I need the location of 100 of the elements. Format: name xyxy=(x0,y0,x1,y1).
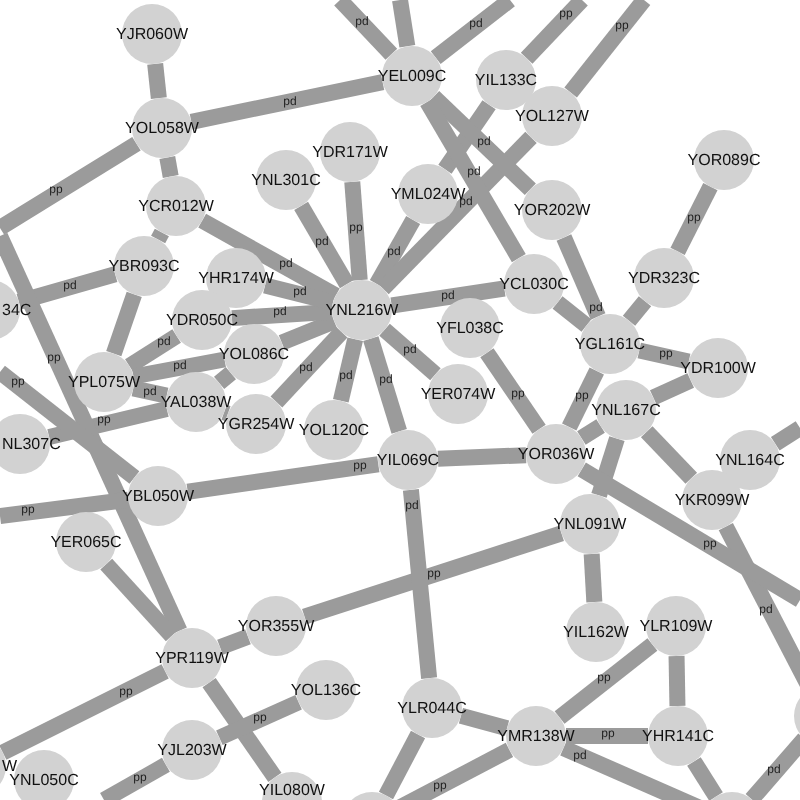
protein-name: YOL086C xyxy=(218,345,290,363)
protein-name: YOL058W xyxy=(125,119,199,137)
interaction-line xyxy=(216,694,302,746)
interaction-line xyxy=(566,728,648,744)
interaction-line xyxy=(554,638,658,724)
interaction-line xyxy=(377,131,537,295)
interaction-line xyxy=(263,277,335,311)
protein-name: YNL050C xyxy=(9,771,79,789)
interaction-line xyxy=(16,266,118,310)
protein-name: YJR060W xyxy=(116,25,188,43)
protein-name: YCR012W xyxy=(138,197,214,215)
interaction-line xyxy=(378,730,426,800)
interaction-line xyxy=(637,342,691,370)
interaction-line xyxy=(458,708,510,736)
protein-name: YMR138W xyxy=(497,727,575,745)
protein-name: YOR089C xyxy=(687,151,761,169)
interaction-line xyxy=(214,366,236,390)
protein-name: YER074W xyxy=(420,385,496,403)
interaction-line xyxy=(556,234,606,320)
protein-name: YOR355W xyxy=(237,617,315,635)
protein-name: YIL080W xyxy=(259,781,325,799)
protein-name: YHR141C xyxy=(642,727,714,745)
interaction-line xyxy=(159,156,179,178)
interaction-line xyxy=(0,664,169,760)
interaction-line xyxy=(577,462,800,607)
protein-name: YNL164C xyxy=(715,451,785,469)
interaction-line xyxy=(278,313,338,351)
protein-name: YGR254W xyxy=(217,415,295,433)
interaction-line xyxy=(344,181,368,281)
interaction-line xyxy=(231,303,333,327)
interaction-line xyxy=(687,757,723,800)
interaction-line xyxy=(668,655,686,707)
protein-node xyxy=(402,678,462,738)
interaction-line xyxy=(437,447,527,467)
protein-name: YJL203W xyxy=(157,741,227,759)
interaction-line xyxy=(564,0,651,98)
interaction-line xyxy=(420,97,526,263)
protein-name: YOL120C xyxy=(298,421,370,439)
interaction-line xyxy=(47,401,169,445)
protein-node xyxy=(504,254,564,314)
protein-name: YNL091W xyxy=(553,515,627,533)
protein-name: YBR093C xyxy=(108,257,180,275)
interaction-line xyxy=(577,419,605,445)
interaction-line xyxy=(0,232,187,634)
protein-name: YAL038W xyxy=(160,393,232,411)
interaction-line xyxy=(402,489,438,679)
protein-node xyxy=(566,602,626,662)
interaction-line xyxy=(333,337,363,403)
protein-node xyxy=(378,430,438,490)
protein-name: 34C xyxy=(2,301,32,319)
protein-node xyxy=(596,380,656,440)
protein-name: YLR109W xyxy=(639,617,713,635)
protein-name: YIL162W xyxy=(563,623,629,641)
interaction-line xyxy=(198,213,340,303)
protein-name: YEL009C xyxy=(377,67,447,85)
interaction-line xyxy=(745,733,800,800)
interaction-line xyxy=(430,0,515,64)
interaction-line xyxy=(552,296,592,332)
interaction-line xyxy=(217,629,251,655)
interaction-line xyxy=(0,136,141,235)
interaction-line xyxy=(591,436,625,498)
protein-node xyxy=(476,50,536,110)
protein-node xyxy=(440,298,500,358)
interaction-line xyxy=(770,421,800,451)
protein-name: YBL050W xyxy=(121,487,195,505)
protein-node xyxy=(256,150,316,210)
interaction-line xyxy=(202,678,282,782)
interaction-line xyxy=(649,373,695,405)
protein-name: YDR100W xyxy=(680,359,756,377)
interaction-line xyxy=(622,296,652,326)
protein-node xyxy=(14,750,74,800)
protein-name: YPL075W xyxy=(67,373,141,391)
interaction-line xyxy=(583,553,603,603)
protein-name: YIL069C xyxy=(376,451,440,469)
interaction-line xyxy=(480,348,546,434)
protein-name: YGL161C xyxy=(574,335,646,353)
protein-node xyxy=(720,430,780,490)
protein-name: YPR119W xyxy=(155,649,229,667)
protein-name: YCL030C xyxy=(499,275,569,293)
protein-name: YOL136C xyxy=(290,681,362,699)
protein-name: NL307C xyxy=(2,435,61,453)
protein-name: YOR202W xyxy=(513,201,591,219)
protein-name: YHR174W xyxy=(198,269,274,287)
interaction-line xyxy=(147,62,167,100)
protein-name: YFL038C xyxy=(436,319,504,337)
interaction-line xyxy=(132,351,226,385)
interaction-line xyxy=(0,365,140,484)
protein-name: YDR171W xyxy=(312,143,388,161)
interaction-line xyxy=(131,380,169,404)
interaction-line xyxy=(302,525,564,625)
interaction-line xyxy=(100,558,178,642)
protein-name: YKR099W xyxy=(674,491,750,509)
interaction-line xyxy=(392,0,416,48)
protein-name: W xyxy=(2,757,18,775)
protein-name: YDR323C xyxy=(628,269,700,287)
interaction-line xyxy=(438,100,496,174)
interaction-line xyxy=(562,367,604,431)
protein-name: YIL133C xyxy=(474,71,538,89)
interaction-line xyxy=(189,74,385,130)
interaction-line xyxy=(428,90,536,196)
